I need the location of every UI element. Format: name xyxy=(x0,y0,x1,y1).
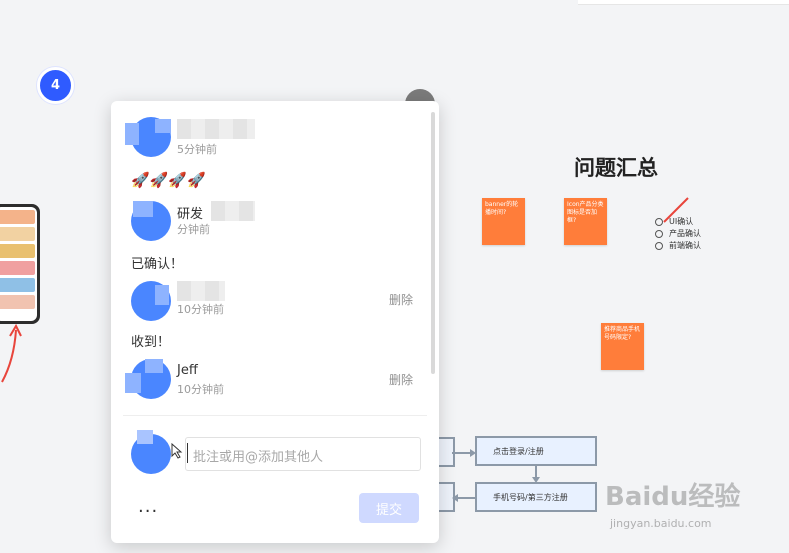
delete-comment-button[interactable]: 删除 xyxy=(388,373,413,387)
comment-time: 10分钟前 xyxy=(177,303,224,316)
comment-text: 🚀🚀🚀🚀 xyxy=(131,171,206,189)
top-toolbar-edge xyxy=(578,0,789,5)
sticky-note[interactable]: 推荐商品手机号码限定? xyxy=(601,323,644,370)
comment-time: 分钟前 xyxy=(177,223,210,236)
checklist-item[interactable]: 前端确认 xyxy=(655,240,701,251)
watermark: Baidu经验 xyxy=(605,482,741,512)
comment-panel: 5分钟前 🚀🚀🚀🚀 研发 分钟前 已确认！ 10分钟前 删除 收到！ Jeff … xyxy=(111,101,439,543)
name-redacted xyxy=(177,119,255,139)
avatar-pixelation xyxy=(125,123,139,145)
flow-step-register[interactable]: 手机号码/第三方注册 xyxy=(475,482,597,512)
checklist-label: 前端确认 xyxy=(669,241,701,250)
radio-icon xyxy=(655,229,663,238)
text-caret xyxy=(187,443,188,463)
comment-time: 5分钟前 xyxy=(177,143,217,156)
comment-author: Jeff xyxy=(177,363,198,378)
checklist-item[interactable]: 产品确认 xyxy=(655,228,701,239)
name-redacted xyxy=(211,201,255,221)
red-check-mark-icon xyxy=(663,197,689,223)
flow-connectors xyxy=(452,449,476,502)
composer-divider xyxy=(123,415,427,416)
sticky-note[interactable]: Icon产品分类图标是否加框? xyxy=(564,198,607,245)
comment-author: 研发 xyxy=(177,207,204,222)
sticky-note[interactable]: banner的轮播时间? xyxy=(482,198,525,245)
board-title: 问题汇总 xyxy=(574,156,658,180)
phone-mockup[interactable] xyxy=(0,204,40,324)
avatar-pixelation xyxy=(155,119,171,133)
avatar-pixelation xyxy=(125,373,141,393)
radio-icon xyxy=(655,217,663,226)
step-number-badge[interactable]: 4 xyxy=(37,67,74,104)
checklist-label: 产品确认 xyxy=(669,229,701,238)
flow-step-login[interactable]: 点击登录/注册 xyxy=(475,436,597,466)
name-redacted xyxy=(177,281,225,301)
more-options-button[interactable]: ... xyxy=(138,496,159,517)
mouse-cursor-icon xyxy=(171,443,183,459)
avatar-pixelation xyxy=(155,285,169,305)
phone-screen xyxy=(0,207,37,321)
annotation-arrow xyxy=(1,323,22,383)
comment-input[interactable]: 批注或用@添加其他人 xyxy=(185,437,421,471)
checklist-item[interactable]: UI确认 xyxy=(655,216,693,227)
radio-icon xyxy=(655,241,663,250)
checklist-label: UI确认 xyxy=(669,217,694,226)
comment-text: 已确认！ xyxy=(131,257,184,272)
delete-comment-button[interactable]: 删除 xyxy=(388,293,413,307)
watermark-url: jingyan.baidu.com xyxy=(610,517,712,530)
comment-time: 10分钟前 xyxy=(177,383,224,396)
panel-scrollbar[interactable] xyxy=(431,112,435,374)
avatar-pixelation xyxy=(133,201,153,217)
comment-text: 收到！ xyxy=(131,335,171,350)
avatar-pixelation xyxy=(145,359,163,373)
submit-button[interactable]: 提交 xyxy=(359,493,419,523)
avatar-pixelation xyxy=(137,430,153,444)
flow-connector-down xyxy=(532,466,540,483)
